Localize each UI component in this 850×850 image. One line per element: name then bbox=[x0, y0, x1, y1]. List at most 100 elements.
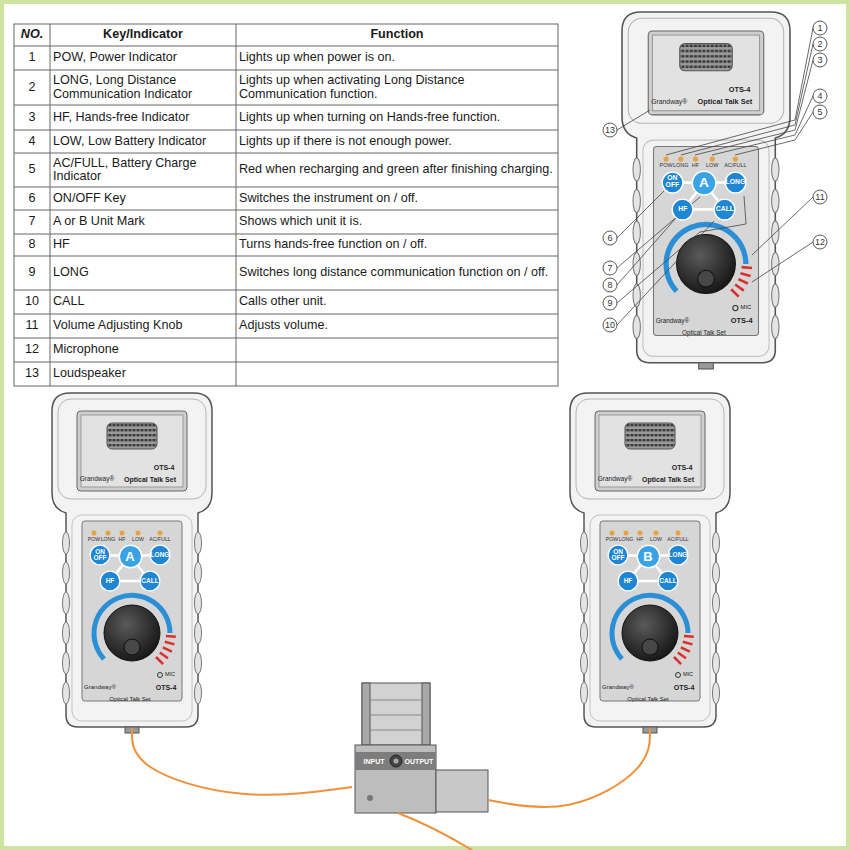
talk-set-drawing bbox=[570, 393, 730, 733]
table-cell: A or B Unit Mark bbox=[53, 210, 233, 234]
key-button: HF bbox=[99, 570, 121, 592]
callout-number: 4 bbox=[817, 92, 822, 101]
talk-set-unit: ON OFFALONGHFCALLGrandway®OTS-4Optical T… bbox=[52, 393, 212, 728]
unit-mark: B bbox=[636, 544, 661, 569]
indicator-label: POW bbox=[606, 537, 618, 542]
key-label: LONG bbox=[149, 544, 171, 566]
indicator-label: LONG bbox=[619, 537, 634, 542]
table-cell: Lights up when turning on Hands-free fun… bbox=[239, 105, 555, 130]
key-label: CALL bbox=[657, 570, 679, 592]
port-label: INPUT bbox=[364, 758, 385, 765]
key-label: HF bbox=[617, 570, 639, 592]
key-button: A bbox=[691, 170, 717, 196]
indicator-label: HF bbox=[637, 537, 644, 542]
table-cell: 8 bbox=[17, 234, 47, 256]
key-button: HF bbox=[671, 198, 694, 221]
callout-number: 5 bbox=[817, 108, 822, 117]
table-cell: 11 bbox=[17, 314, 47, 338]
table-cell: Red when recharging and green after fini… bbox=[239, 153, 555, 187]
unit-mark: A bbox=[691, 170, 717, 196]
key-label: ON OFF bbox=[607, 544, 629, 566]
key-label: HF bbox=[671, 198, 694, 221]
indicator-label: LOW bbox=[650, 537, 662, 542]
table-cell: AC/FULL, Battery Charge Indicator bbox=[53, 153, 233, 187]
indicator-label: LOW bbox=[132, 537, 144, 542]
fiber-adapter: INPUTOUTPUT bbox=[352, 683, 488, 813]
table-cell: Turns hands-free function on / off. bbox=[239, 234, 555, 256]
table-header: NO. bbox=[17, 24, 47, 46]
model-label: OTS-4 bbox=[154, 464, 175, 471]
key-button: B bbox=[636, 544, 661, 569]
model-label: Grandway® bbox=[651, 99, 687, 106]
leader-lines bbox=[617, 28, 813, 325]
table-cell: Lights up when activating Long Distance … bbox=[239, 70, 555, 105]
model-label: Optical Talk Set bbox=[682, 330, 726, 336]
model-label: OTS-4 bbox=[156, 684, 177, 691]
key-label: CALL bbox=[713, 198, 736, 221]
key-button: LONG bbox=[724, 171, 747, 194]
callout-number: 1 bbox=[817, 24, 822, 33]
table-cell: HF bbox=[53, 234, 233, 256]
callout-number: 10 bbox=[605, 321, 615, 330]
key-button: ON OFF bbox=[661, 171, 684, 194]
function-table-grid bbox=[14, 24, 558, 386]
callout-number: 12 bbox=[815, 238, 825, 247]
indicator-label: AC/FULL bbox=[667, 537, 688, 542]
key-label: HF bbox=[99, 570, 121, 592]
indicator-label: LONG bbox=[101, 537, 116, 542]
indicator-label: POW bbox=[88, 537, 100, 542]
key-label: ON OFF bbox=[89, 544, 111, 566]
key-label: CALL bbox=[139, 570, 161, 592]
model-label: Grandway® bbox=[656, 318, 689, 324]
model-label: Optical Talk Set bbox=[642, 476, 694, 483]
key-button: HF bbox=[617, 570, 639, 592]
model-label: Optical Talk Set bbox=[124, 476, 176, 483]
model-label: OTS-4 bbox=[731, 317, 753, 324]
table-cell: LONG, Long Distance Communication Indica… bbox=[53, 70, 233, 105]
callout-number: 9 bbox=[607, 299, 612, 308]
table-cell: Lights up if there is not enough power. bbox=[239, 130, 555, 153]
indicator-label: LOW bbox=[706, 164, 718, 169]
table-cell: HF, Hands-free Indicator bbox=[53, 105, 233, 130]
key-button: CALL bbox=[139, 570, 161, 592]
model-label: OTS-4 bbox=[729, 86, 751, 93]
callout-number: 3 bbox=[817, 56, 822, 65]
indicator-label: HF bbox=[119, 537, 126, 542]
table-cell: 2 bbox=[17, 70, 47, 105]
table-header: Function bbox=[239, 24, 555, 46]
indicator-label: LONG bbox=[673, 164, 688, 169]
table-cell: CALL bbox=[53, 290, 233, 314]
mic-label: MIC bbox=[165, 672, 175, 678]
table-cell: POW, Power Indicator bbox=[53, 46, 233, 70]
key-label: ON OFF bbox=[661, 171, 684, 194]
table-cell: 1 bbox=[17, 46, 47, 70]
indicator-label: HF bbox=[692, 164, 699, 169]
key-button: ON OFF bbox=[89, 544, 111, 566]
key-label: LONG bbox=[724, 171, 747, 194]
model-label: Optical Talk Set bbox=[109, 696, 151, 702]
table-cell: LONG bbox=[53, 256, 233, 290]
table-cell: Volume Adjusting Knob bbox=[53, 314, 233, 338]
fiber-cable bbox=[488, 728, 650, 807]
table-header: Key/Indicator bbox=[53, 24, 233, 46]
table-cell: Switches the instrument on / off. bbox=[239, 187, 555, 210]
callout-number: 13 bbox=[605, 126, 615, 135]
indicator-label: POW bbox=[660, 164, 673, 169]
callout-circles bbox=[603, 21, 827, 332]
key-button: LONG bbox=[149, 544, 171, 566]
table-cell: LOW, Low Battery Indicator bbox=[53, 130, 233, 153]
mic-label: MIC bbox=[683, 672, 693, 678]
callout-number: 2 bbox=[817, 40, 822, 49]
table-cell: Shows which unit it is. bbox=[239, 210, 555, 234]
model-label: Grandway® bbox=[602, 684, 634, 690]
model-label: OTS-4 bbox=[672, 464, 693, 471]
table-cell: 5 bbox=[17, 153, 47, 187]
model-label: OTS-4 bbox=[674, 684, 695, 691]
table-cell: 7 bbox=[17, 210, 47, 234]
talk-set-unit: ON OFFALONGHFCALLGrandway®OTS-4Optical T… bbox=[622, 12, 790, 364]
model-label: Grandway® bbox=[84, 684, 116, 690]
fiber-adapter-drawing bbox=[355, 683, 488, 813]
